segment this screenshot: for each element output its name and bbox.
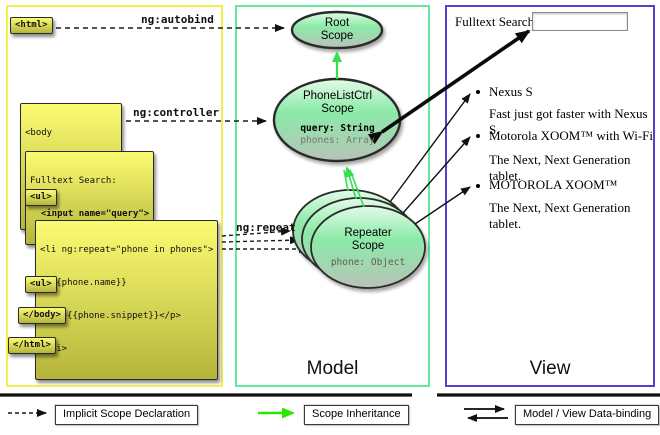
- view-column-label: View: [529, 358, 571, 379]
- model-column: [235, 5, 430, 387]
- code-line: <p>{{phone.snippet}}</p>: [40, 311, 181, 321]
- code-line: </li>: [40, 344, 213, 355]
- legend-implicit-scope-declaration: Implicit Scope Declaration: [55, 405, 199, 425]
- bullet-icon: [476, 134, 480, 138]
- model-column-label: Model: [306, 358, 359, 379]
- scope-name-line: Root: [324, 17, 350, 29]
- code-line: <body: [25, 128, 53, 138]
- code-li-repeat: <li ng:repeat="phone in phones"> {{phone…: [35, 220, 219, 380]
- code-ul-open: <ul>: [25, 189, 57, 206]
- ng-controller-label: ng:controller: [133, 106, 220, 119]
- root-scope-label: Root Scope: [297, 17, 377, 43]
- view-item-title: MOTOROLA XOOM™: [489, 177, 618, 192]
- view-column: [445, 5, 655, 387]
- code-line: <input name="query">: [30, 209, 150, 219]
- code-html-open: <html>: [10, 17, 53, 34]
- scope-prop-phones: phones: Array: [300, 135, 375, 146]
- scope-name-line: Scope: [351, 240, 385, 252]
- scope-prop-phone: phone: Object: [330, 257, 406, 268]
- scope-name-line: Scope: [320, 30, 354, 42]
- legend-model-view-databinding: Model / View Data-binding: [515, 405, 660, 425]
- bullet-icon: [476, 90, 480, 94]
- code-line: {{phone.name}}: [40, 278, 127, 288]
- scope-name-line: Scope: [321, 103, 354, 115]
- view-item-title: Nexus S: [489, 84, 533, 99]
- phonelistctrl-scope-label: PhoneListCtrl Scope query: String phones…: [275, 90, 400, 147]
- view-item-title: Motorola XOOM™ with Wi-Fi: [489, 128, 654, 143]
- fulltext-search-label: Fulltext Search:: [455, 14, 538, 29]
- view-item-desc: The Next, Next Generation tablet.: [489, 200, 631, 231]
- repeater-scope-label: Repeater Scope phone: Object: [308, 227, 428, 269]
- code-line: <li ng:repeat="phone in phones">: [40, 245, 214, 255]
- legend-scope-inheritance: Scope Inheritance: [304, 405, 409, 425]
- scope-name-line: Repeater: [344, 227, 392, 239]
- ng-autobind-label: ng:autobind: [141, 13, 214, 26]
- code-body-close: </body>: [18, 307, 66, 324]
- scope-prop-query: query: String: [300, 123, 375, 134]
- ng-repeat-label: ng:repeat: [236, 221, 296, 234]
- code-line: Fulltext Search:: [30, 176, 117, 186]
- bullet-icon: [476, 184, 480, 188]
- code-html-close: </html>: [8, 337, 56, 354]
- scope-name-line: PhoneListCtrl: [302, 90, 373, 102]
- code-ul-close: <ul>: [25, 276, 57, 293]
- view-item-desc: The Next, Next Generation tablet.: [489, 152, 631, 183]
- fulltext-search-input[interactable]: [532, 12, 628, 31]
